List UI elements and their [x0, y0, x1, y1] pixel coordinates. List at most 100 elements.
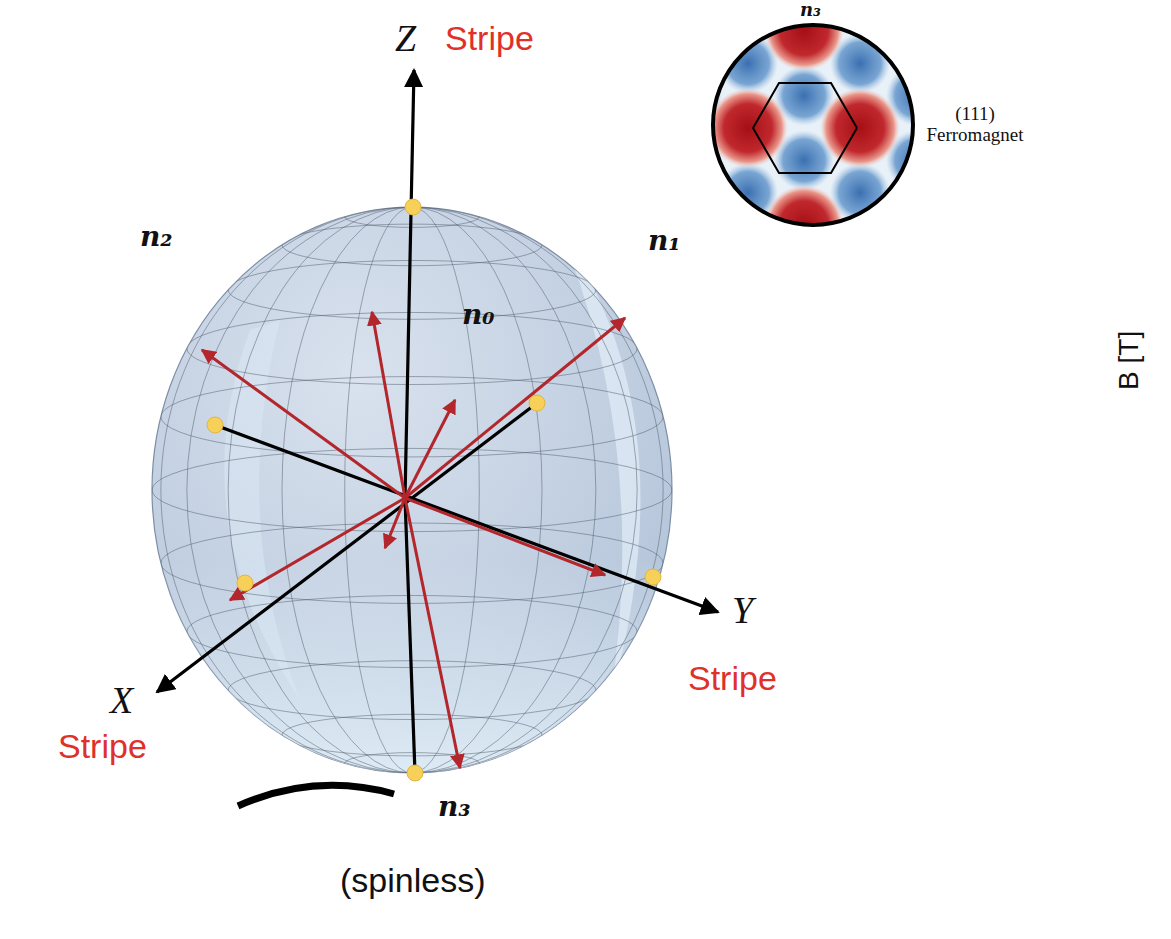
hexagonal-texture-part: [1054, 421, 1114, 481]
hexagonal-texture-part: [942, 227, 1002, 287]
hexagonal-texture-part: [550, 66, 610, 126]
sphere-shading-part: [224, 320, 300, 700]
hexagonal-texture-part: [942, 0, 1002, 29]
vector-label: n₁: [648, 226, 681, 257]
hexagonal-texture-part: [1156, 88, 1171, 168]
sphere-grid-part: [161, 207, 663, 773]
axis-label: Z: [395, 18, 416, 60]
hexagonal-texture-part: [942, 163, 1002, 223]
hexagonal-texture-part: [606, 33, 666, 93]
spin-vectors-part: [405, 498, 460, 768]
axis-label: X: [110, 680, 133, 722]
hexagonal-texture-part: [876, 185, 956, 265]
hexagonal-texture-part: [718, 421, 778, 481]
hexagonal-texture-part: [1054, 163, 1114, 223]
hexagonal-texture: [316, 0, 1171, 514]
hexagonal-texture-part: [596, 282, 676, 362]
sphere-shading: [150, 230, 680, 780]
hexagonal-texture-part: [774, 324, 834, 384]
sphere-grid-part: [161, 377, 663, 457]
axis-title: B [T]: [1114, 331, 1145, 390]
hexagonal-texture-part: [830, 227, 890, 287]
hexagonal-texture-part: [662, 454, 722, 514]
hexagonal-texture-part: [1166, 421, 1171, 481]
hexagonal-texture-part: [606, 163, 666, 223]
axes-part: [405, 70, 414, 498]
sphere: [150, 206, 680, 780]
hexagonal-texture-part: [1100, 185, 1171, 265]
hexagonal-texture-part: [998, 260, 1058, 320]
hexagonal-texture-part: [1110, 454, 1170, 514]
hexagonal-texture-part: [988, 185, 1068, 265]
sphere-grid-part: [152, 448, 672, 531]
phase-label: Stripe: [688, 660, 777, 697]
hexagonal-texture-part: [662, 324, 722, 384]
spin-vectors-part: [405, 318, 625, 498]
spin-vectors-part: [202, 350, 405, 498]
phase-label: Stripe: [58, 728, 147, 765]
hexagonal-texture-part: [998, 454, 1058, 514]
sphere-grid-part: [187, 207, 637, 773]
sphere-grid-part: [345, 207, 480, 773]
axes: [157, 70, 718, 773]
axis-points-part: [237, 575, 253, 591]
spin-vectors: [202, 312, 625, 768]
hexagonal-texture-part: [886, 260, 946, 320]
sphere-grid-part: [282, 207, 542, 773]
hexagonal-texture-part: [1110, 130, 1170, 190]
hexagonal-texture-part: [494, 163, 554, 223]
hexagonal-texture-part: [764, 379, 844, 459]
hexagonal-texture-part: [1166, 163, 1171, 223]
phase-label: Stripe: [445, 20, 534, 57]
hexagonal-texture-part: [1156, 282, 1171, 362]
hexagonal-texture-part: [1054, 357, 1114, 417]
hexagonal-texture-part: [876, 379, 956, 459]
hexagonal-texture-part: [438, 66, 498, 126]
hexagonal-texture-part: [764, 0, 844, 71]
hexagonal-texture-part: [484, 88, 564, 168]
hexagonal-texture-part: [886, 324, 946, 384]
hexagonal-texture-part: [718, 0, 778, 29]
hexagonal-texture-part: [662, 260, 722, 320]
inset-vector-label: n₃: [800, 0, 821, 20]
hexagonal-texture-part: [1054, 227, 1114, 287]
hexagonal-texture-part: [1044, 88, 1124, 168]
hexagonal-texture-part: [830, 357, 890, 417]
hexagonal-texture-part: [830, 421, 890, 481]
hexagonal-texture-part: [998, 324, 1058, 384]
sphere-grid-part: [228, 207, 596, 773]
axis-points-part: [405, 199, 421, 215]
axis-points-part: [407, 765, 423, 781]
hexagonal-texture-part: [718, 357, 778, 417]
axes-part: [215, 425, 718, 612]
hexagonal-texture-part: [942, 357, 1002, 417]
hexagonal-texture-part: [1044, 282, 1124, 362]
sphere-grid-part: [187, 312, 637, 384]
hexagonal-texture-part: [718, 227, 778, 287]
hexagonal-texture-part: [942, 421, 1002, 481]
inset-texture: [316, 0, 1171, 514]
hexagonal-texture-part: [708, 282, 788, 362]
hexagonal-texture-part: [942, 33, 1002, 93]
hexagonal-texture-part: [774, 260, 834, 320]
axes-part: [157, 403, 537, 692]
axis-points-part: [207, 417, 223, 433]
hexagonal-texture-part: [1166, 227, 1171, 287]
hexagonal-texture-part: [1110, 260, 1170, 320]
spin-vectors-part: [230, 498, 405, 600]
hexagonal-texture-part: [774, 454, 834, 514]
hexagonal-texture-part: [606, 357, 666, 417]
hexagonal-texture-part: [1054, 33, 1114, 93]
vector-label: n₃: [438, 792, 471, 823]
hexagonal-texture-part: [886, 454, 946, 514]
hexagonal-texture-part: [1166, 33, 1171, 93]
hexagonal-texture-part: [1166, 357, 1171, 417]
condition-label: (spinless): [340, 862, 485, 899]
hexagonal-texture-part: [652, 0, 732, 71]
inset-texture-part: [713, 25, 913, 225]
hexagonal-texture-part: [606, 0, 666, 29]
hexagonal-texture-part: [550, 260, 610, 320]
vector-label: n₀: [462, 300, 495, 331]
hexagonal-texture-part: [540, 0, 620, 71]
